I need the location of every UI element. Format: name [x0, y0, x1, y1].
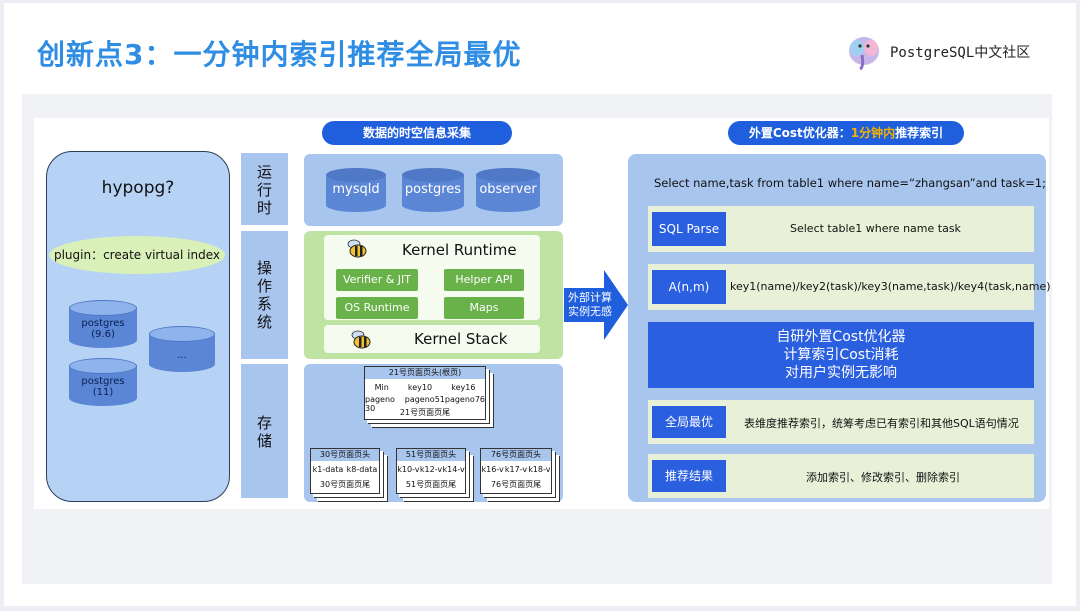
db-version: (11) [92, 387, 114, 398]
bee-icon [351, 330, 371, 349]
database-icon: postgres(9.6) [69, 300, 137, 348]
verifier-jit-button: Verifier & JIT [336, 269, 418, 291]
storage-panel: 21号页面页头(根页) Min key10 key16 pageno 30 pa… [304, 364, 563, 502]
page-cell: k10-v [397, 465, 420, 474]
leaf-page-head: 30号页面页头 [311, 449, 379, 461]
runtime-observer: observer [479, 182, 537, 197]
kernel-runtime-label: Kernel Runtime [402, 241, 517, 259]
recommend-result-row: 推荐结果 添加索引、修改索引、删除索引 [648, 454, 1034, 498]
page-cell: k17-v [504, 465, 528, 474]
optimizer-pill-prefix: 外置Cost优化器： [748, 126, 851, 140]
leaf-page-row: k10-v k12-v k14-v [397, 465, 465, 474]
recommend-result-text: 添加索引、修改索引、删除索引 [806, 471, 960, 484]
cost-optimizer-box: 自研外置Cost优化器 计算索引Cost消耗 对用户实例无影响 [648, 322, 1034, 388]
diagram-canvas: 数据的时空信息采集 外置Cost优化器：1分钟内推荐索引 hypopg? plu… [34, 118, 1051, 509]
database-icon: ... [149, 326, 215, 372]
database-icon: postgres(11) [69, 358, 137, 406]
query-text: Select name,task from table1 where name=… [654, 176, 1046, 190]
leaf-page-30: 30号页面页头 k1-data k8-data 30号页面页尾 [310, 448, 380, 494]
db-name: postgres [81, 376, 125, 387]
runtime-panel: mysqld postgres observer [304, 154, 563, 226]
anm-text: key1(name)/key2(task)/key3(name,task)/ke… [730, 280, 1051, 293]
optimizer-panel: Select name,task from table1 where name=… [628, 154, 1051, 502]
brand: PostgreSQL中文社区 [846, 33, 1030, 71]
page-cell: k1-data [312, 465, 344, 474]
band-runtime: 运 行 时 [241, 153, 288, 225]
leaf-page-head: 76号页面页头 [481, 449, 551, 461]
root-page: 21号页面页头(根页) Min key10 key16 pageno 30 pa… [364, 366, 486, 420]
global-optimal-button: 全局最优 [652, 406, 726, 438]
page-cell: k16-v [481, 465, 504, 474]
arrow-line2: 实例无感 [568, 305, 612, 318]
page-cell: k14-v [442, 465, 465, 474]
optimizer-pill-highlight: 1分钟内 [850, 126, 896, 140]
os-panel: Kernel Runtime Verifier & JIT Helper API… [304, 231, 563, 359]
page-cell: k12-v [419, 465, 443, 474]
leaf-page-row: k1-data k8-data [311, 465, 379, 474]
leaf-page-51: 51号页面页头 k10-v k12-v k14-v 51号页面页尾 [396, 448, 466, 494]
arrow-label: 外部计算 实例无感 [564, 291, 616, 319]
hypopg-title: hypopg? [101, 178, 175, 198]
runtime-postgres: postgres [404, 182, 462, 197]
page-cell: k18-v [528, 465, 551, 474]
page-cell: pageno 30 [365, 395, 395, 413]
root-page-keys: Min key10 key16 [365, 383, 485, 392]
band-os-label: 操 作 系 统 [256, 259, 272, 331]
plugin-cloud: plugin：create virtual index [49, 236, 225, 274]
runtime-mysqld: mysqld [332, 182, 380, 197]
page-cell: key16 [451, 383, 476, 392]
cost-optimizer-line: 自研外置Cost优化器 [776, 329, 906, 345]
recommend-result-button: 推荐结果 [652, 460, 726, 492]
os-runtime-button: OS Runtime [336, 297, 418, 319]
database-icon: observer [476, 168, 540, 212]
band-runtime-label: 运 行 时 [256, 163, 272, 217]
brand-name: PostgreSQL中文社区 [890, 45, 1031, 61]
database-icon: postgres [402, 168, 464, 212]
page-cell: pageno76 [444, 395, 485, 404]
sql-parse-button: SQL Parse [652, 212, 726, 246]
sql-parse-text: Select table1 where name task [790, 222, 961, 235]
page-cell: Min [374, 383, 389, 392]
leaf-page-foot: 30号页面页尾 [319, 480, 371, 489]
database-icon: mysqld [326, 168, 386, 212]
db-name: ... [177, 350, 187, 361]
root-page-pointers: pageno 30 pageno51 pageno76 [365, 395, 485, 413]
sql-parse-row: SQL Parse Select table1 where name task [648, 206, 1034, 252]
elephant-logo-icon [849, 37, 879, 71]
leaf-page-row: k16-v k17-v k18-v [481, 465, 551, 474]
leaf-page-head: 51号页面页头 [397, 449, 465, 461]
band-os: 操 作 系 统 [241, 231, 288, 359]
arrow-line1: 外部计算 [568, 291, 612, 304]
page-cell: pageno51 [404, 395, 445, 404]
cost-optimizer-line: 计算索引Cost消耗 [783, 347, 899, 363]
anm-button: A(n,m) [652, 270, 726, 304]
leaf-page-foot: 76号页面页尾 [490, 480, 542, 489]
kernel-stack-box: Kernel Stack [324, 325, 540, 353]
page-cell: k8-data [346, 465, 378, 474]
bee-icon [347, 239, 367, 258]
maps-button: Maps [444, 297, 524, 319]
root-page-foot: 21号页面页尾 [399, 408, 451, 417]
kernel-runtime-box: Kernel Runtime Verifier & JIT Helper API… [324, 235, 540, 320]
leaf-page-76: 76号页面页头 k16-v k17-v k18-v 76号页面页尾 [480, 448, 552, 494]
leaf-page-foot: 51号页面页尾 [405, 480, 457, 489]
kernel-stack-label: Kernel Stack [414, 330, 508, 348]
hypopg-panel: hypopg? plugin：create virtual index post… [46, 151, 230, 502]
band-storage: 存 储 [241, 364, 288, 498]
root-page-head: 21号页面页头(根页) [365, 367, 485, 379]
arrow-right-icon: 外部计算 实例无感 [564, 270, 628, 340]
db-name: postgres [81, 318, 125, 329]
db-version: (9.6) [91, 329, 115, 340]
optimizer-pill-suffix: 推荐索引 [895, 126, 944, 140]
anm-row: A(n,m) key1(name)/key2(task)/key3(name,t… [648, 264, 1051, 310]
band-storage-label: 存 储 [256, 414, 272, 450]
page-title: 创新点3：一分钟内索引推荐全局最优 [37, 38, 522, 71]
page-cell: key10 [407, 383, 433, 392]
optimizer-pill: 外置Cost优化器：1分钟内推荐索引 [728, 121, 964, 145]
global-optimal-row: 全局最优 表维度推荐索引，统筹考虑已有索引和其他SQL语句情况 [648, 400, 1034, 444]
collect-pill: 数据的时空信息采集 [322, 121, 512, 145]
cost-optimizer-line: 对用户实例无影响 [785, 365, 897, 381]
helper-api-button: Helper API [444, 269, 524, 291]
global-optimal-text: 表维度推荐索引，统筹考虑已有索引和其他SQL语句情况 [744, 417, 1019, 430]
